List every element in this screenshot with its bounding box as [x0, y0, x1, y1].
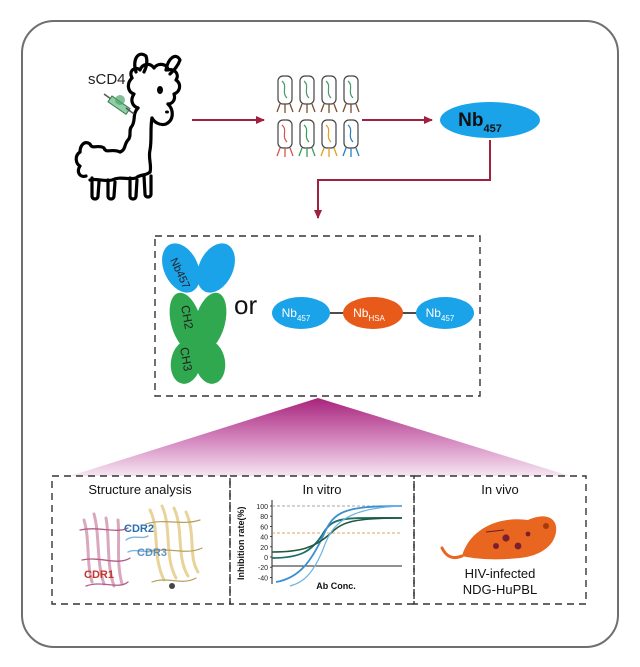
phage-cell-icon [298, 119, 316, 157]
curve-blue [275, 505, 403, 583]
nanobody-nb457-label: Nb457 [458, 110, 502, 135]
nb-hsa-fusion-construct [272, 297, 474, 329]
phage-cell-icon [342, 75, 360, 113]
mini-chart-ytick-label: 80 [260, 514, 268, 521]
mini-chart-ytick-label: 20 [260, 545, 268, 552]
mini-chart-xlabel: Ab Conc. [316, 581, 356, 591]
cdr1-label: CDR1 [84, 569, 114, 581]
fusion-nb-hsa [343, 297, 403, 329]
phage-cell-icon [320, 75, 338, 113]
panel-structure-box [51, 475, 231, 605]
fusion-nb457-left [272, 297, 330, 329]
fusion-nb457-right [416, 297, 474, 329]
invivo-line1: HIV-infected [465, 566, 536, 581]
alpaca-icon [74, 52, 182, 201]
alpaca-eye [157, 86, 163, 94]
phage-library-icon [276, 75, 360, 157]
cdr2-label: CDR2 [124, 523, 154, 535]
nanobody-nb457-oval [440, 102, 540, 138]
protein-structure-illustration [79, 504, 203, 589]
invivo-line2: NDG-HuPBL [463, 582, 537, 597]
cdr3-label: CDR3 [137, 547, 167, 559]
mouse-icon [440, 516, 557, 560]
phage-cell-icon [276, 119, 294, 157]
nb-fc-construct [162, 243, 235, 384]
syringe-icon [103, 93, 135, 116]
mini-chart-ytick-label: 40 [260, 535, 268, 542]
mini-chart-ytick-label: -20 [258, 565, 268, 572]
alpaca-nostril [165, 110, 169, 114]
fusion-nb457-left-label: Nb457 [282, 306, 311, 323]
mini-chart-ytick-label: 60 [260, 524, 268, 531]
formats-box [154, 235, 481, 397]
panel-invivo-box [413, 475, 587, 605]
panel-invivo-title: In vivo [481, 482, 519, 497]
outer-frame [21, 20, 619, 648]
mini-chart-ylabel: Inhibition rate(%) [236, 507, 246, 581]
analysis-funnel [70, 398, 570, 476]
panel-invitro-title: In vitro [302, 482, 341, 497]
phage-cell-icon [298, 75, 316, 113]
mini-chart-ytick-label: 100 [256, 504, 268, 511]
fusion-nb-hsa-label: NbHSA [353, 306, 385, 323]
or-label: or [234, 290, 257, 320]
phage-cell-icon [276, 75, 294, 113]
mini-chart-ytick-label: 0 [264, 555, 268, 562]
panel-structure-title: Structure analysis [88, 482, 192, 497]
phage-cell-icon [342, 119, 360, 157]
fc-ch3-label: CH3 [177, 346, 195, 372]
fc-ch2-label: CH2 [178, 304, 196, 330]
mini-chart-ytick-label: -40 [258, 575, 268, 582]
inhibition-mini-chart: 100 80 60 40 20 0 -20 -40 [256, 500, 403, 587]
arrow-nb-to-formats [314, 140, 491, 219]
antigen-label: sCD4 [88, 71, 126, 88]
curve-lightblue [289, 505, 403, 587]
fusion-nb457-right-label: Nb457 [426, 306, 455, 323]
phage-cell-icon [320, 119, 338, 157]
